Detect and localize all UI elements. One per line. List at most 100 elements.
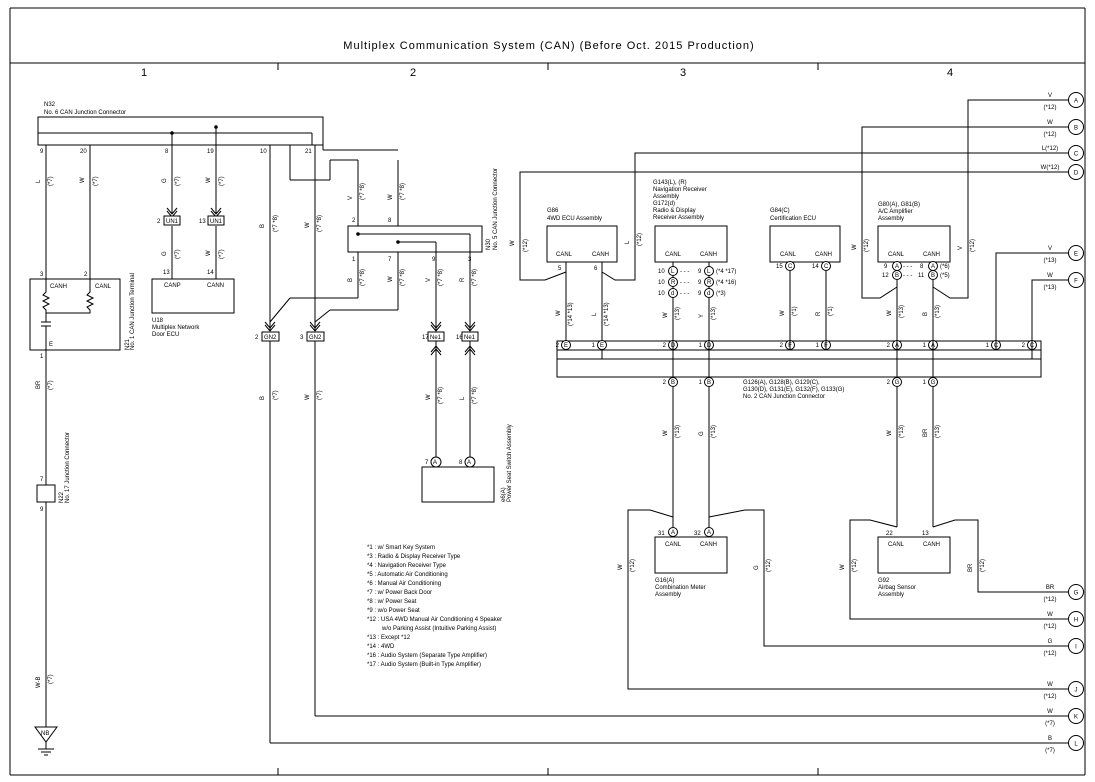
g172-code: G172(d): [653, 201, 675, 207]
connector-note: (*12): [1043, 694, 1056, 700]
wire-label-w: W: [305, 394, 311, 400]
column-4-label: 4: [947, 67, 953, 79]
e6-pin-7: 7: [425, 460, 429, 466]
wire-label-w: W: [206, 250, 212, 256]
wire-label-br: BR: [968, 563, 974, 572]
connector-note: (*12): [1043, 132, 1056, 138]
n32-pin-19: 19: [207, 149, 214, 155]
wire-label-br: BR: [923, 428, 929, 437]
n30-pin-7: 7: [388, 257, 392, 263]
note-9: *9 : w/o Power Seat: [367, 608, 420, 614]
g143-canl: CANL: [665, 252, 682, 258]
jc-top-pin-num: 2: [780, 343, 784, 349]
wire-note-p7: (*7): [273, 390, 279, 400]
wire-label-g: G: [754, 565, 760, 570]
n32-name: No. 6 CAN Junction Connector: [44, 110, 126, 116]
gn2-pin-2: 2: [255, 335, 259, 341]
connector-id: A: [1074, 99, 1078, 105]
connector-id: H: [1074, 618, 1078, 624]
g86-pin-6: 6: [594, 266, 598, 272]
wire-label-w: W: [852, 244, 858, 250]
g80-row2-dash: - - -: [903, 273, 912, 279]
note-8: *8 : w/ Power Seat: [367, 599, 417, 605]
un1-pin-2: 2: [157, 219, 161, 225]
g80-pin-8: 8: [920, 264, 924, 270]
note-13: *13 : Except *12: [367, 635, 411, 641]
g92-name2: Assembly: [878, 592, 904, 598]
connector-note: (*12): [1043, 651, 1056, 657]
wire-note-p13: (*13): [935, 425, 941, 438]
wire-label-w: W: [206, 177, 212, 183]
jc-top-pin-num: 1: [986, 343, 990, 349]
n32-pin-20: 20: [80, 149, 87, 155]
u18-code: U18: [152, 318, 164, 324]
connector-id: C: [1074, 152, 1079, 158]
connector-wire: B: [1048, 736, 1052, 742]
n32-pin-8: 8: [165, 149, 169, 155]
connector-l: LB(*7): [1038, 735, 1084, 754]
jc-bottom-pin-num: 1: [699, 380, 703, 386]
g84-pin-14: 14: [812, 264, 819, 270]
g92-pin-13: 13: [922, 531, 929, 537]
g143-code: G143(L), (R): [653, 180, 687, 186]
wire-note-p78: (*7 *8): [438, 387, 444, 404]
wire-label-w: W: [840, 564, 846, 570]
jc-bottom-pin: B2: [663, 359, 678, 387]
lower-wires: W (*13) G (*13) W (*13) BR (*13) W (*12)…: [618, 387, 1068, 690]
jc-bottom-pin-letter: B: [671, 380, 675, 386]
g126-line2: G130(D), G131(E), G132(F), G133(G): [743, 387, 844, 393]
note-14: *14 : 4WD: [367, 644, 395, 650]
wire-note-p13: (*13): [675, 307, 681, 320]
connector-wire: W(*12): [1041, 165, 1060, 171]
jc-top-pin-num: 2: [887, 343, 891, 349]
jc-top-pin: C2: [1022, 340, 1037, 350]
wire-label-l: L: [625, 240, 631, 244]
jc-bottom-pin-num: 2: [887, 380, 891, 386]
jc-bottom-pin: B1: [699, 359, 714, 387]
wire-note-p14-13: (*14 *13): [604, 302, 610, 326]
u18-name2: Door ECU: [152, 332, 179, 338]
connector-c: C L(*12): [1038, 145, 1084, 161]
wire-label-g: G: [162, 251, 168, 256]
n22-pin-9: 9: [40, 507, 44, 513]
un1-pin-13: 13: [199, 219, 206, 225]
e6-name: Power Seat Switch Assembly: [507, 424, 513, 502]
note-12: *12 : USA 4WD Manual Air Conditioning 4 …: [367, 617, 502, 623]
wire-label-b: B: [260, 224, 266, 228]
connector-id: K: [1074, 715, 1078, 721]
connector-wire: W: [1047, 273, 1053, 279]
g84-certification-ecu: G84(C) Certification ECU CANL CANH 15 C …: [769, 208, 841, 341]
wire-note-p7: (*7): [219, 176, 225, 186]
n30-pin-2: 2: [352, 218, 356, 224]
connector-wire: V: [1048, 246, 1052, 252]
column-3-label: 3: [680, 67, 686, 79]
wire-label-g: G: [162, 178, 168, 183]
connector-wire: W: [1047, 612, 1053, 618]
jc-bottom-pin: G1: [923, 359, 938, 387]
connector-g: GBR(*12): [1038, 584, 1084, 603]
n21-e: E: [49, 342, 53, 348]
ne1-pin-17: 17: [422, 335, 429, 341]
g143-row1-conn2: L: [707, 269, 711, 275]
wire-note-p12: (*12): [523, 239, 529, 252]
wire-label-l: L: [460, 396, 466, 400]
u18-cann: CANN: [207, 283, 224, 289]
g80-canl: CANL: [888, 252, 905, 258]
g143-row2-dash: - - -: [680, 280, 689, 286]
g80-pin-9-connector-label: A: [895, 264, 899, 270]
connector-wire: L(*12): [1042, 146, 1058, 152]
connector-id: I: [1075, 645, 1077, 651]
note-17: *17 : Audio System (Built-in Type Amplif…: [367, 662, 481, 668]
wire-label-l: L: [592, 312, 598, 316]
wire-note-p78: (*7 *8): [472, 269, 478, 286]
wire-note-p1: (*1): [792, 306, 798, 316]
g92-canh: CANH: [923, 542, 940, 548]
connector-id: L: [1074, 742, 1078, 748]
g80-pin-9: 9: [884, 264, 888, 270]
g86-canh: CANH: [592, 252, 609, 258]
connector-i: IG(*12): [1038, 638, 1084, 657]
jc-top-pin-num: 2: [663, 343, 667, 349]
wire-note-p12: (*12): [852, 559, 858, 572]
wire-note-p78: (*7 *8): [472, 387, 478, 404]
g80-note-p5: (*5): [940, 273, 950, 279]
